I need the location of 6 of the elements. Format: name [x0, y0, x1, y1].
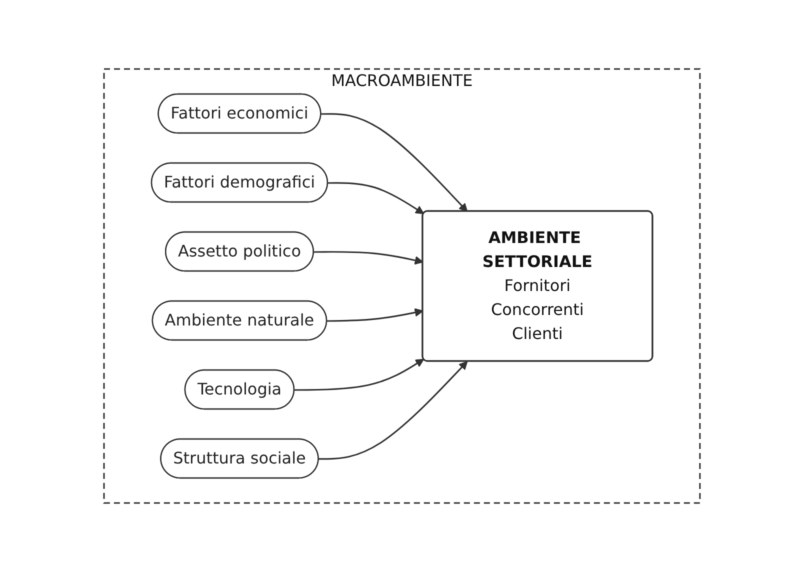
- arrow: [327, 182, 424, 214]
- arrow: [318, 361, 468, 460]
- arrow: [320, 113, 468, 212]
- arrow: [326, 308, 423, 322]
- arrow: [294, 358, 424, 391]
- arrow: [313, 251, 423, 265]
